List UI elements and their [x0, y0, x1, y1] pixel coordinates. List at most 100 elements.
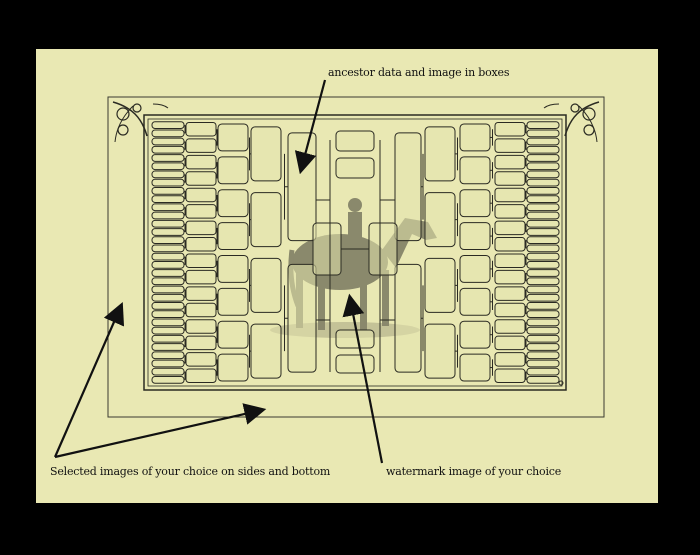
ancestor-box — [151, 326, 185, 335]
annotation-arrow — [53, 301, 125, 458]
ancestor-box — [185, 286, 217, 301]
ancestor-box — [151, 302, 185, 310]
ancestor-box — [217, 189, 249, 218]
ancestor-box — [151, 186, 185, 195]
ancestor-box — [494, 335, 526, 351]
ancestor-box — [494, 171, 526, 186]
ancestor-box — [494, 319, 526, 334]
ancestor-box — [526, 260, 560, 269]
ancestor-box — [459, 123, 491, 152]
ancestor-box — [526, 121, 560, 129]
ancestor-box — [151, 269, 185, 277]
ancestor-box — [217, 254, 249, 283]
ancestor-box — [424, 257, 456, 313]
ancestor-box — [151, 121, 185, 129]
ancestor-box — [185, 237, 217, 252]
ancestor-box — [335, 329, 375, 349]
annotation-top: ancestor data and image in boxes — [328, 66, 510, 79]
ancestor-box — [151, 154, 185, 162]
ancestor-box — [526, 334, 560, 343]
ancestor-box — [526, 203, 560, 212]
ancestor-box — [151, 293, 185, 302]
ancestor-box — [250, 126, 282, 182]
ancestor-box — [526, 129, 560, 138]
ancestor-box — [494, 220, 526, 236]
ancestor-box — [494, 302, 526, 318]
annotation-arrow — [342, 293, 384, 464]
ancestor-box — [494, 237, 526, 252]
ancestor-box — [151, 367, 185, 376]
ancestor-box — [459, 254, 491, 283]
ancestor-box — [151, 211, 185, 220]
ancestor-box — [185, 187, 217, 203]
ancestor-box — [494, 253, 526, 268]
ancestor-box — [151, 129, 185, 138]
ancestor-box — [185, 204, 217, 219]
annotation-arrow — [294, 79, 327, 175]
corner-ornament-icon — [112, 101, 169, 143]
ancestor-box — [526, 244, 560, 253]
ancestor-box — [151, 334, 185, 343]
ancestor-box — [185, 121, 217, 137]
ancestor-box — [526, 186, 560, 195]
annotation-arrow — [54, 403, 267, 459]
ancestor-box — [151, 137, 185, 146]
ancestor-box — [335, 130, 375, 152]
ancestor-box — [151, 236, 185, 245]
ancestor-box — [151, 343, 185, 351]
ancestor-box — [526, 195, 560, 203]
ancestor-box — [459, 222, 491, 251]
ancestor-box — [459, 287, 491, 316]
ancestor-box — [526, 170, 560, 179]
chart-frame-inner — [147, 118, 563, 387]
ancestor-box — [459, 353, 491, 382]
ancestor-box — [526, 252, 560, 261]
ancestor-box — [526, 318, 560, 327]
ancestor-box — [494, 286, 526, 301]
ancestor-box — [185, 302, 217, 318]
ancestor-box — [151, 203, 185, 212]
ancestor-box — [151, 260, 185, 269]
ancestor-box — [335, 354, 375, 374]
ancestor-box — [185, 171, 217, 186]
ancestor-box — [494, 269, 526, 285]
copyright-mark — [558, 380, 564, 386]
ancestor-box — [185, 335, 217, 351]
ancestor-box — [217, 156, 249, 185]
ancestor-box — [494, 187, 526, 203]
ancestor-box — [394, 263, 422, 373]
ancestor-box — [526, 236, 560, 245]
ancestor-box — [217, 320, 249, 349]
ancestor-box — [185, 154, 217, 170]
ancestor-box — [151, 178, 185, 187]
ancestor-box — [526, 310, 560, 319]
ancestor-box — [526, 293, 560, 302]
ancestor-box — [526, 359, 560, 368]
ancestor-box — [526, 326, 560, 335]
ancestor-box — [424, 126, 456, 182]
ancestor-box — [424, 192, 456, 248]
ancestor-box — [185, 220, 217, 236]
ancestor-box — [459, 156, 491, 185]
ancestor-box — [526, 351, 560, 360]
ancestor-box — [494, 368, 526, 384]
ancestor-box — [185, 352, 217, 367]
ancestor-box — [526, 343, 560, 351]
ancestor-box — [494, 121, 526, 137]
ancestor-box — [459, 189, 491, 218]
ancestor-box — [494, 204, 526, 219]
ancestor-box — [250, 192, 282, 248]
annotation-right: watermark image of your choice — [386, 465, 562, 478]
ancestor-box — [526, 376, 560, 384]
ancestor-box — [526, 302, 560, 310]
ancestor-box — [185, 368, 217, 384]
ancestor-box — [526, 219, 560, 228]
connector-lines — [184, 125, 527, 380]
ancestor-box — [151, 285, 185, 294]
ancestor-box — [151, 351, 185, 360]
ancestor-box — [151, 318, 185, 327]
ancestor-box — [151, 162, 185, 171]
ancestor-box — [459, 320, 491, 349]
ancestor-box — [526, 145, 560, 154]
